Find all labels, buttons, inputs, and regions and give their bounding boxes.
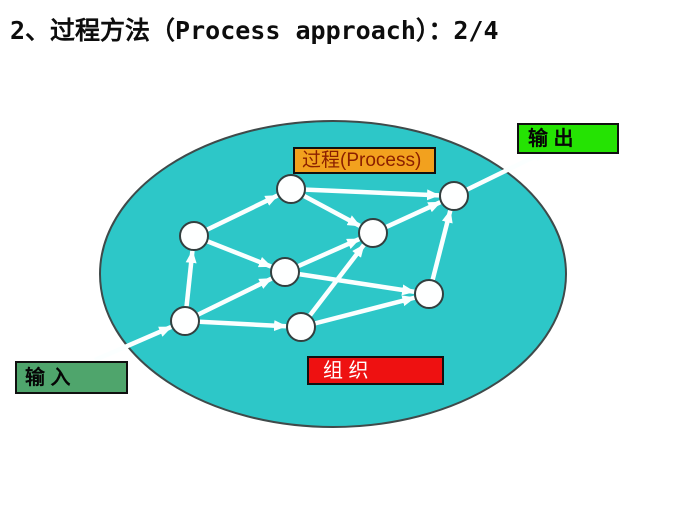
flow-arrow-g-e bbox=[184, 276, 273, 324]
output-label-box: 输 出 bbox=[517, 123, 619, 154]
flow-arrow-input-g bbox=[94, 324, 173, 363]
process-node-g bbox=[170, 306, 200, 336]
flow-arrow-b-output bbox=[453, 148, 547, 199]
process-node-f bbox=[414, 279, 444, 309]
process-node-d bbox=[358, 218, 388, 248]
process-node-b bbox=[439, 181, 469, 211]
input-label-box: 输 入 bbox=[15, 361, 128, 394]
process-label-box: 过程(Process) bbox=[293, 147, 436, 174]
process-node-a bbox=[276, 174, 306, 204]
organization-label-text: 组 织 bbox=[323, 359, 369, 382]
process-label-text: 过程(Process) bbox=[302, 150, 422, 171]
flow-arrow-g-h bbox=[184, 318, 288, 332]
input-label-text: 输 入 bbox=[25, 366, 71, 389]
organization-label-box: 组 织 bbox=[307, 356, 444, 385]
flow-arrow-h-f bbox=[300, 295, 416, 330]
flow-arrow-e-f bbox=[284, 269, 416, 296]
process-node-e bbox=[270, 257, 300, 287]
page-title: 2、过程方法（Process approach）：2/4 bbox=[10, 16, 499, 45]
output-label-text: 输 出 bbox=[528, 127, 574, 150]
flow-arrow-h-d bbox=[299, 243, 366, 329]
process-node-h bbox=[286, 312, 316, 342]
flow-arrow-c-a bbox=[193, 193, 279, 239]
flow-arrow-a-b bbox=[290, 186, 441, 201]
process-node-c bbox=[179, 221, 209, 251]
